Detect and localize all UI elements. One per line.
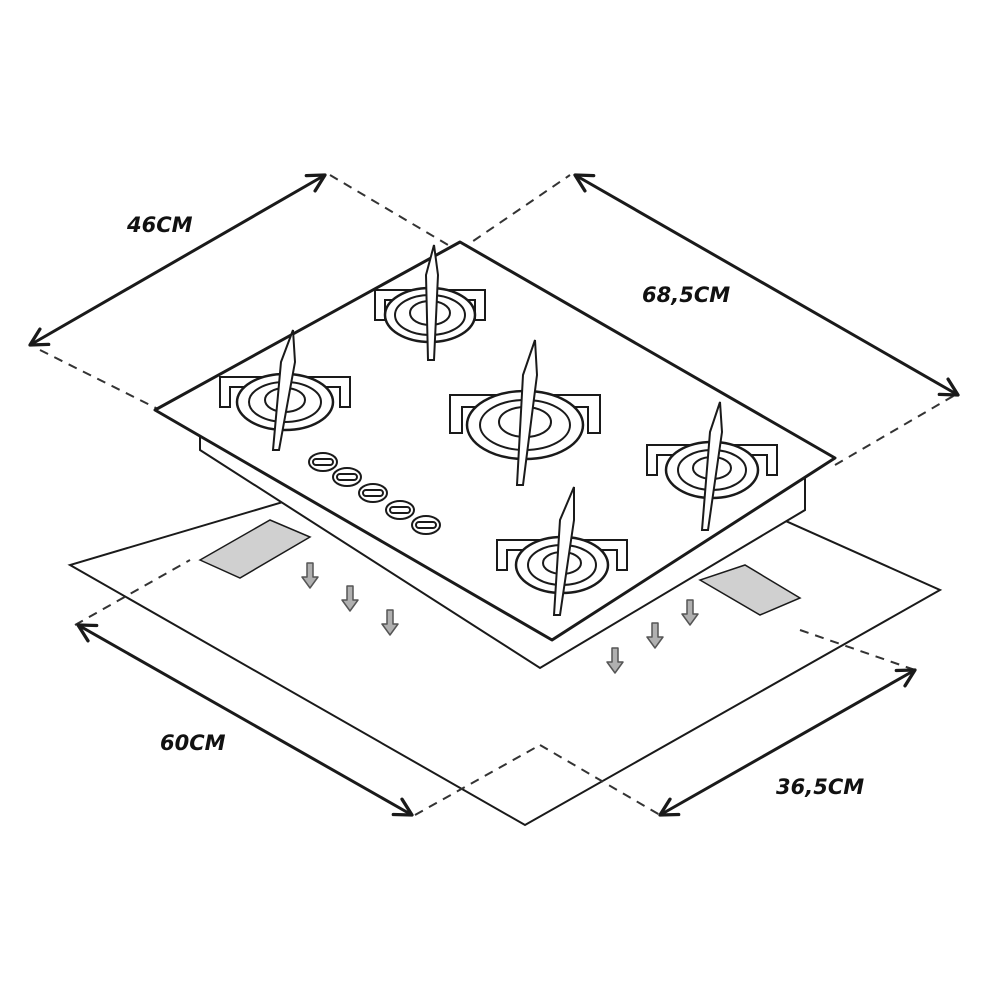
control-knob[interactable]	[332, 467, 362, 487]
dim-arrow-46	[28, 173, 327, 347]
vent-slot-right	[698, 564, 802, 616]
dim-label-cutout-depth: 36,5CM	[776, 775, 864, 799]
dim-label-hob-width: 68,5CM	[642, 283, 730, 307]
dim-arrow-60	[76, 623, 414, 817]
burner-right	[646, 401, 778, 531]
control-knob[interactable]	[411, 515, 441, 535]
burner-front	[496, 486, 628, 616]
control-knob[interactable]	[358, 483, 388, 503]
dim-arrow-36-5	[658, 668, 917, 817]
burner-left	[219, 329, 351, 451]
burner-center	[449, 339, 601, 486]
dimension-arrows	[28, 173, 960, 817]
vent-slot-left	[198, 519, 312, 579]
control-knobs	[308, 452, 441, 535]
burner-back	[374, 244, 486, 361]
dashed-guides	[39, 174, 956, 816]
dim-arrow-68-5	[573, 173, 960, 397]
control-knob[interactable]	[385, 500, 415, 520]
dim-label-cutout-width: 60CM	[160, 731, 226, 755]
control-knob[interactable]	[308, 452, 338, 472]
dim-label-hob-depth: 46CM	[126, 213, 193, 237]
